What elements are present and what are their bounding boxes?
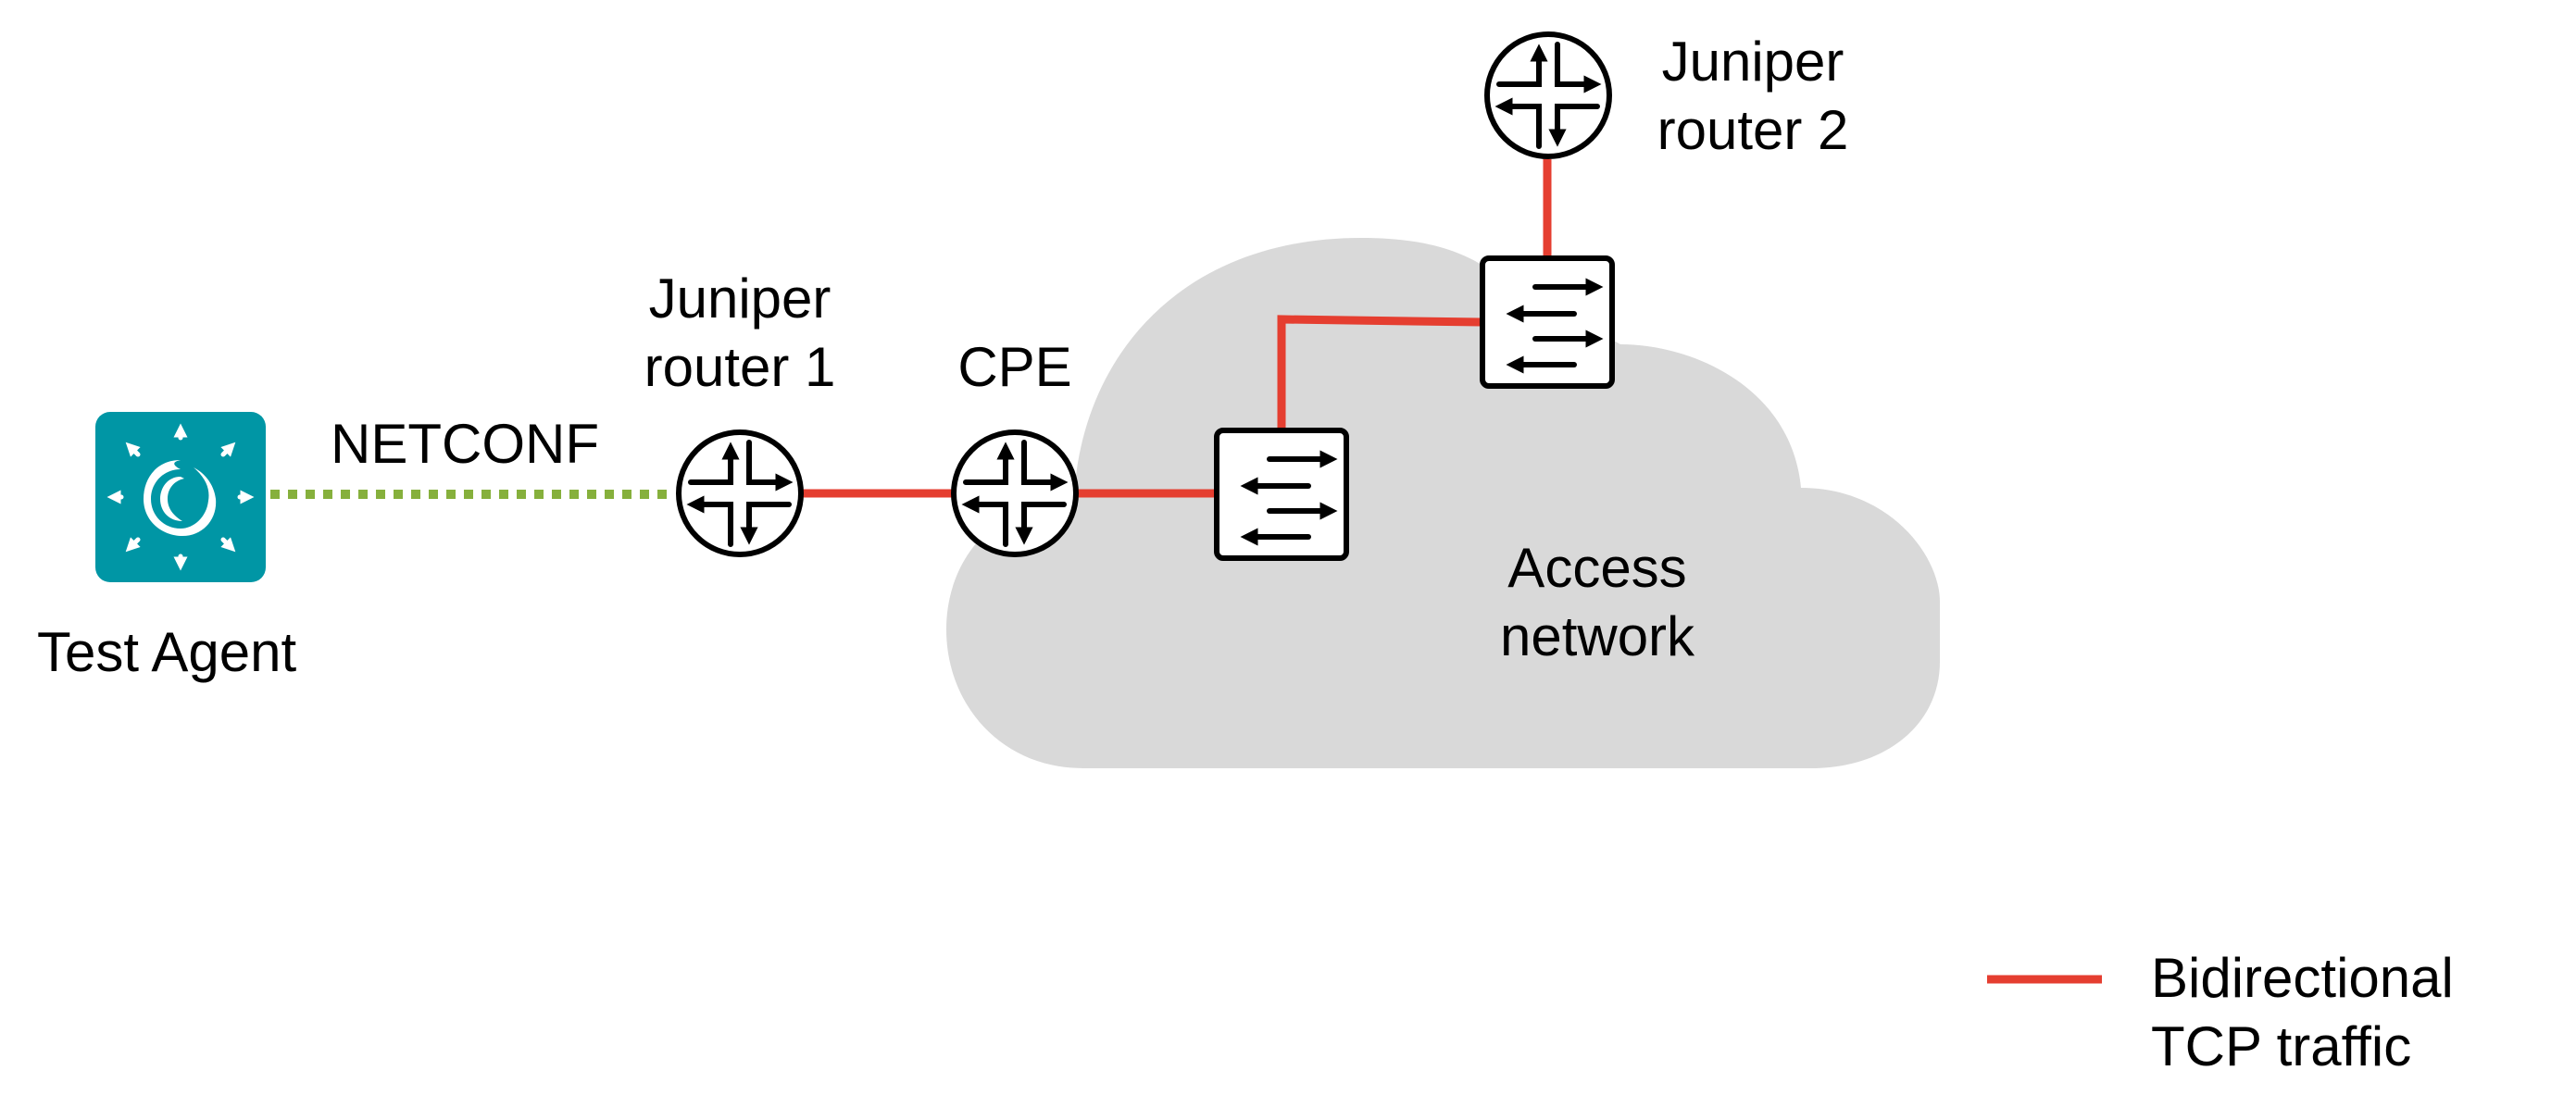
- legend-label-line2: TCP traffic: [2151, 1015, 2412, 1077]
- switch-2-icon[interactable]: [1482, 258, 1612, 386]
- access-network-label: Access network: [1458, 534, 1736, 671]
- access-network-label-line2: network: [1499, 605, 1695, 667]
- cpe-label: CPE: [957, 336, 1072, 398]
- juniper-router-2-label-line1: Juniper: [1661, 31, 1844, 93]
- cpe-router-icon[interactable]: [954, 432, 1076, 554]
- access-network-cloud: [946, 238, 1940, 768]
- swirl-logo: [144, 460, 217, 536]
- juniper-router-1-label-line2: router 1: [644, 336, 836, 398]
- access-network-label-line1: Access: [1507, 537, 1687, 599]
- link-switch1-switch2: [1277, 315, 1482, 429]
- juniper-router-1-label: Juniper router 1: [601, 265, 879, 402]
- legend-label: Bidirectional TCP traffic: [2151, 944, 2454, 1081]
- cloud-shape: [946, 238, 1940, 768]
- legend-label-line1: Bidirectional: [2151, 947, 2454, 1009]
- juniper-router-1-icon[interactable]: [679, 432, 801, 554]
- juniper-router-1-label-line1: Juniper: [648, 268, 832, 330]
- test-agent-label: Test Agent: [37, 621, 297, 683]
- juniper-router-2-icon[interactable]: [1487, 34, 1609, 156]
- juniper-router-2-label-line2: router 2: [1657, 99, 1849, 161]
- juniper-router-2-label: Juniper router 2: [1646, 28, 1859, 165]
- tcp-links: [803, 159, 1552, 498]
- switch-1-icon[interactable]: [1217, 430, 1346, 558]
- netconf-label: NETCONF: [331, 413, 599, 475]
- test-agent-icon[interactable]: [95, 412, 266, 582]
